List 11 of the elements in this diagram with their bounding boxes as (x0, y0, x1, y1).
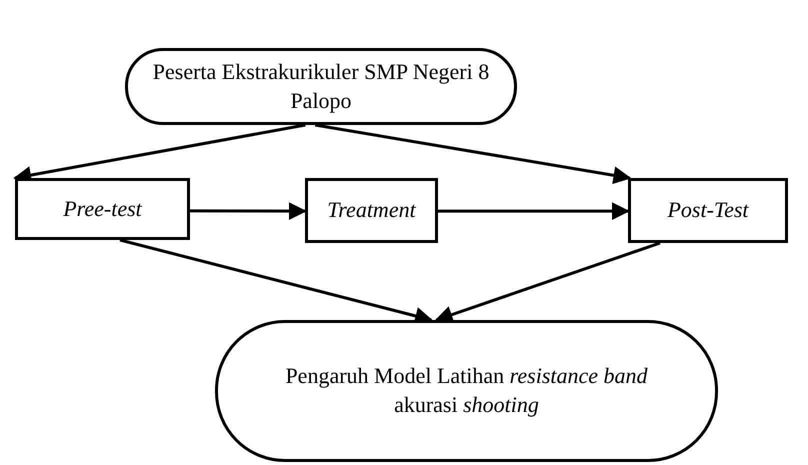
node-text: Post-Test (667, 196, 749, 224)
node-text: Pree-test (63, 194, 142, 223)
process-box (305, 178, 438, 243)
process-box (15, 178, 190, 240)
node-text: Peserta Ekstrakurikuler SMP Negeri 8 Palopo (152, 58, 490, 115)
arrow (190, 202, 307, 220)
process-box (628, 178, 788, 243)
arrow (314, 124, 632, 184)
node-text: Pengaruh Model Latihan resistance band akurasi shooting (284, 362, 649, 419)
arrow (438, 202, 630, 220)
node-text: Treatment (327, 196, 416, 224)
